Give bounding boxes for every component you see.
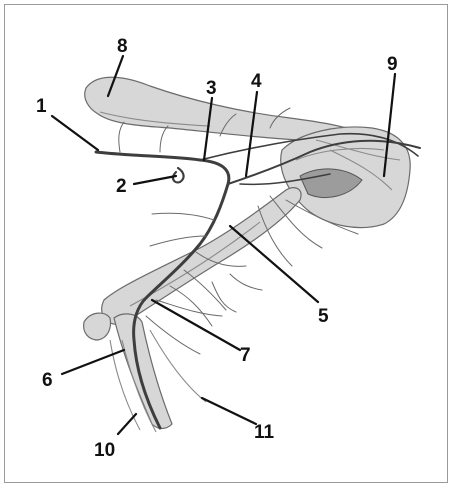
leader-10 <box>118 414 136 434</box>
leader-7 <box>152 300 240 350</box>
label-10: 10 <box>94 440 115 461</box>
label-2: 2 <box>116 176 127 197</box>
label-4: 4 <box>251 71 262 92</box>
leader-11 <box>202 398 256 424</box>
label-1: 1 <box>36 96 47 117</box>
label-5: 5 <box>318 306 329 327</box>
leader-1 <box>52 116 98 150</box>
bone-8 <box>85 77 356 140</box>
label-8: 8 <box>117 36 128 57</box>
leader-5 <box>230 226 318 302</box>
label-11: 11 <box>254 422 275 443</box>
leader-2 <box>134 176 176 184</box>
label-3: 3 <box>206 78 217 99</box>
label-7: 7 <box>240 345 251 366</box>
label-6: 6 <box>42 370 53 391</box>
label-9: 9 <box>387 54 398 75</box>
lower-limb-elements <box>84 313 206 432</box>
